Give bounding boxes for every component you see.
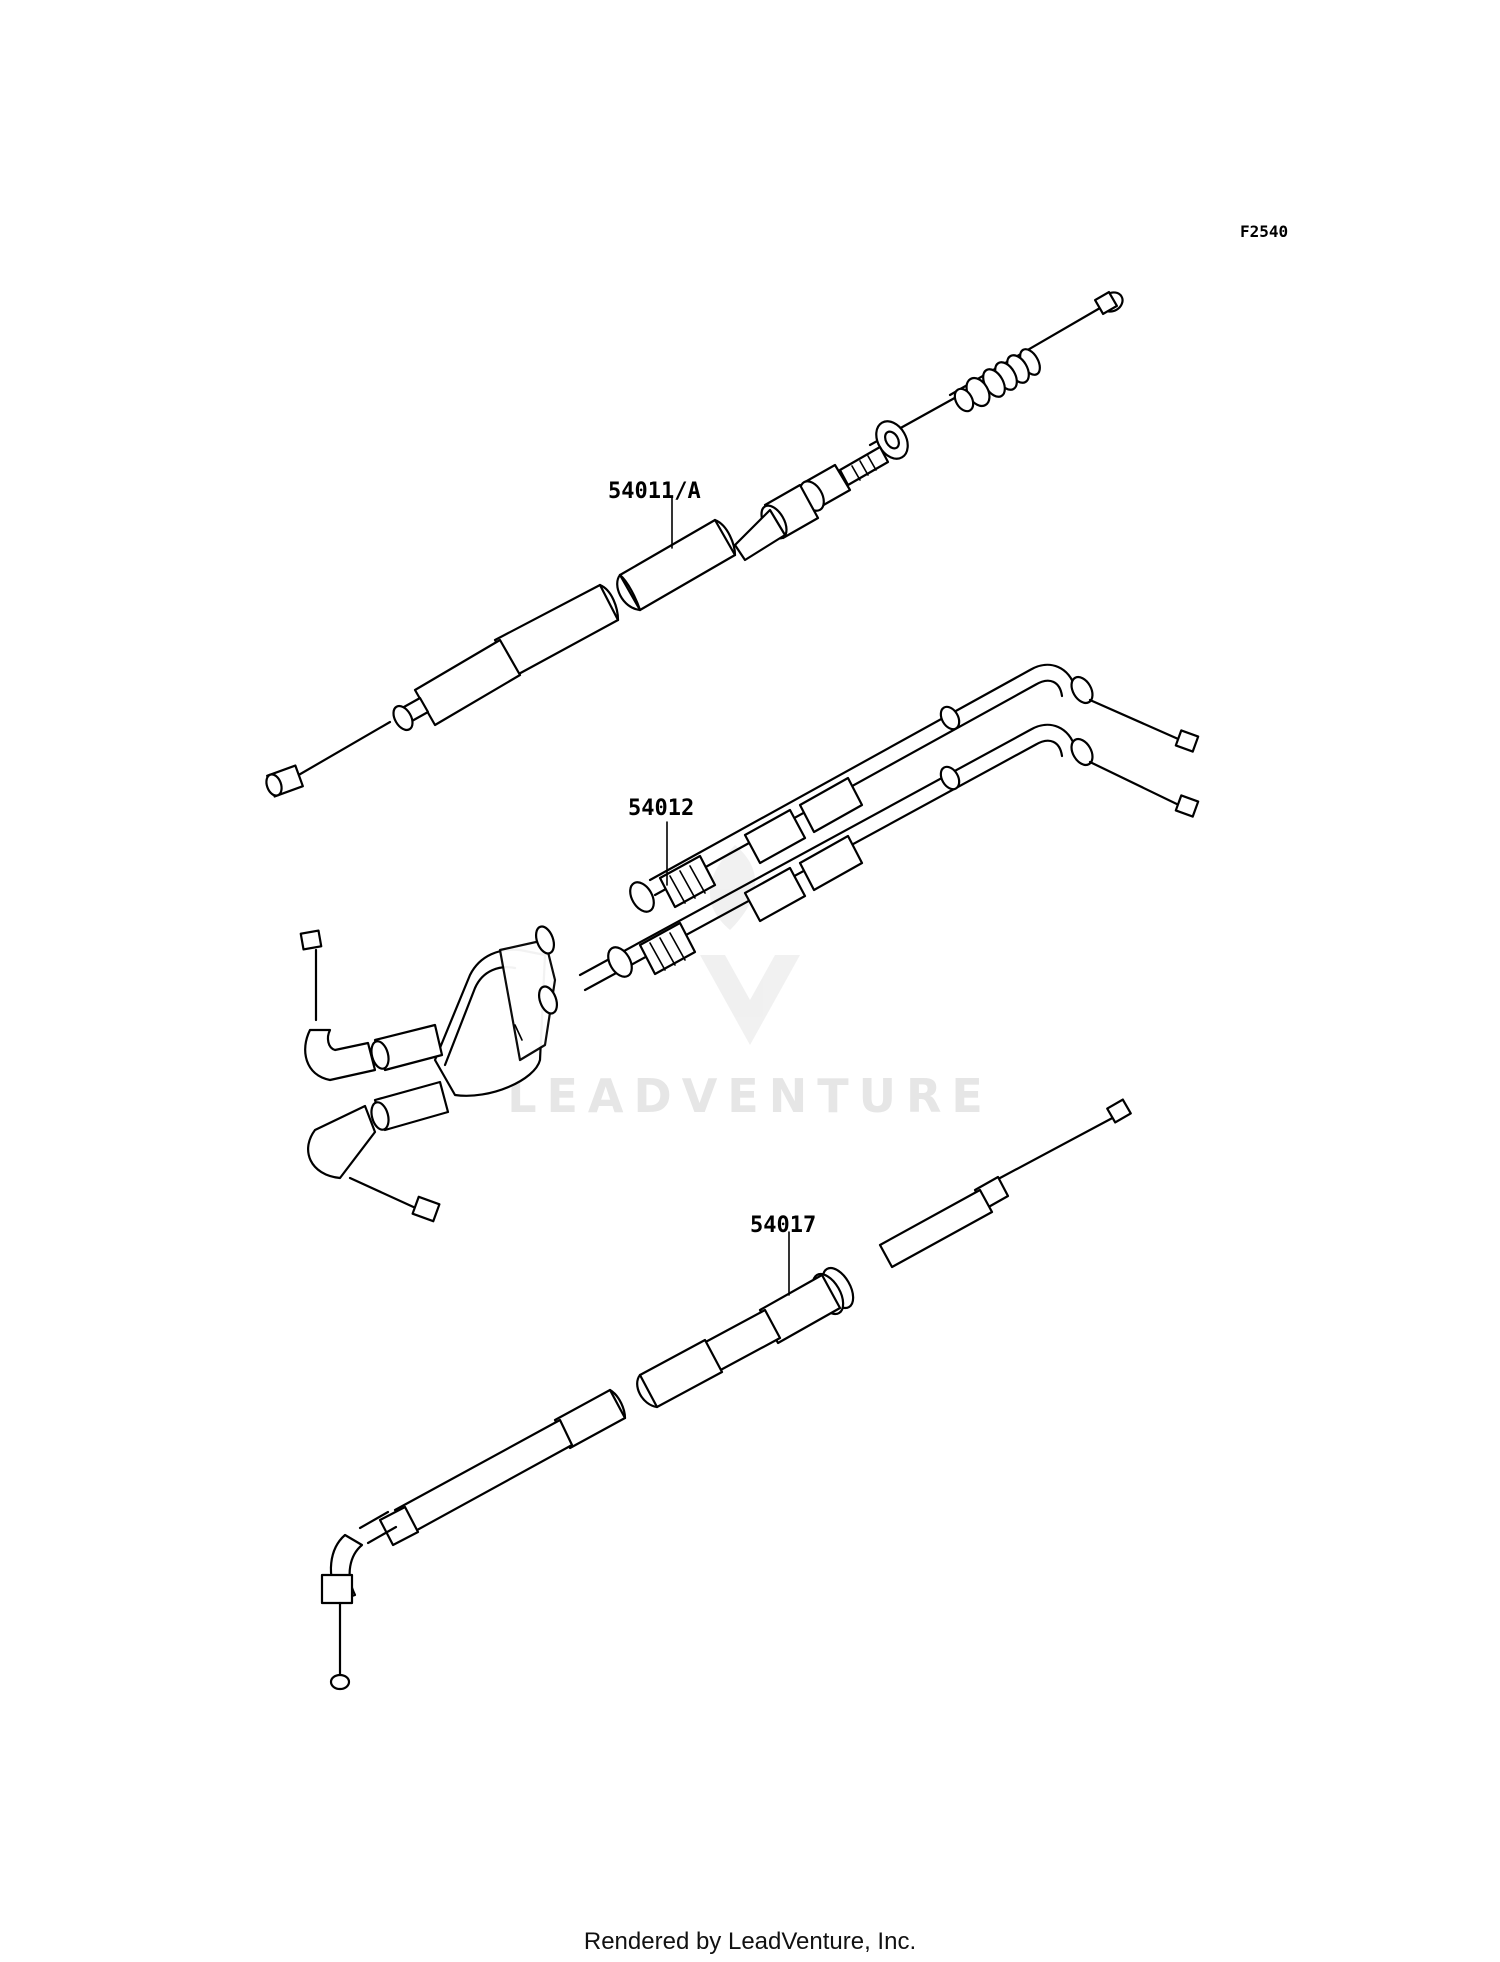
reference-code: F2540 bbox=[1240, 222, 1288, 241]
watermark-text: LEADVENTURE bbox=[507, 1069, 993, 1123]
throttle-cable-pair[interactable] bbox=[299, 663, 1200, 1223]
throttle-cable-a[interactable] bbox=[264, 289, 1126, 798]
clutch-cable[interactable] bbox=[320, 1098, 1132, 1691]
part-label-54012[interactable]: 54012 bbox=[628, 796, 694, 821]
leadventure-logo-icon bbox=[700, 845, 800, 1045]
part-label-54011a[interactable]: 54011/A bbox=[608, 479, 701, 504]
footer-credit: Rendered by LeadVenture, Inc. bbox=[584, 1928, 916, 1955]
part-label-54017[interactable]: 54017 bbox=[750, 1213, 816, 1238]
